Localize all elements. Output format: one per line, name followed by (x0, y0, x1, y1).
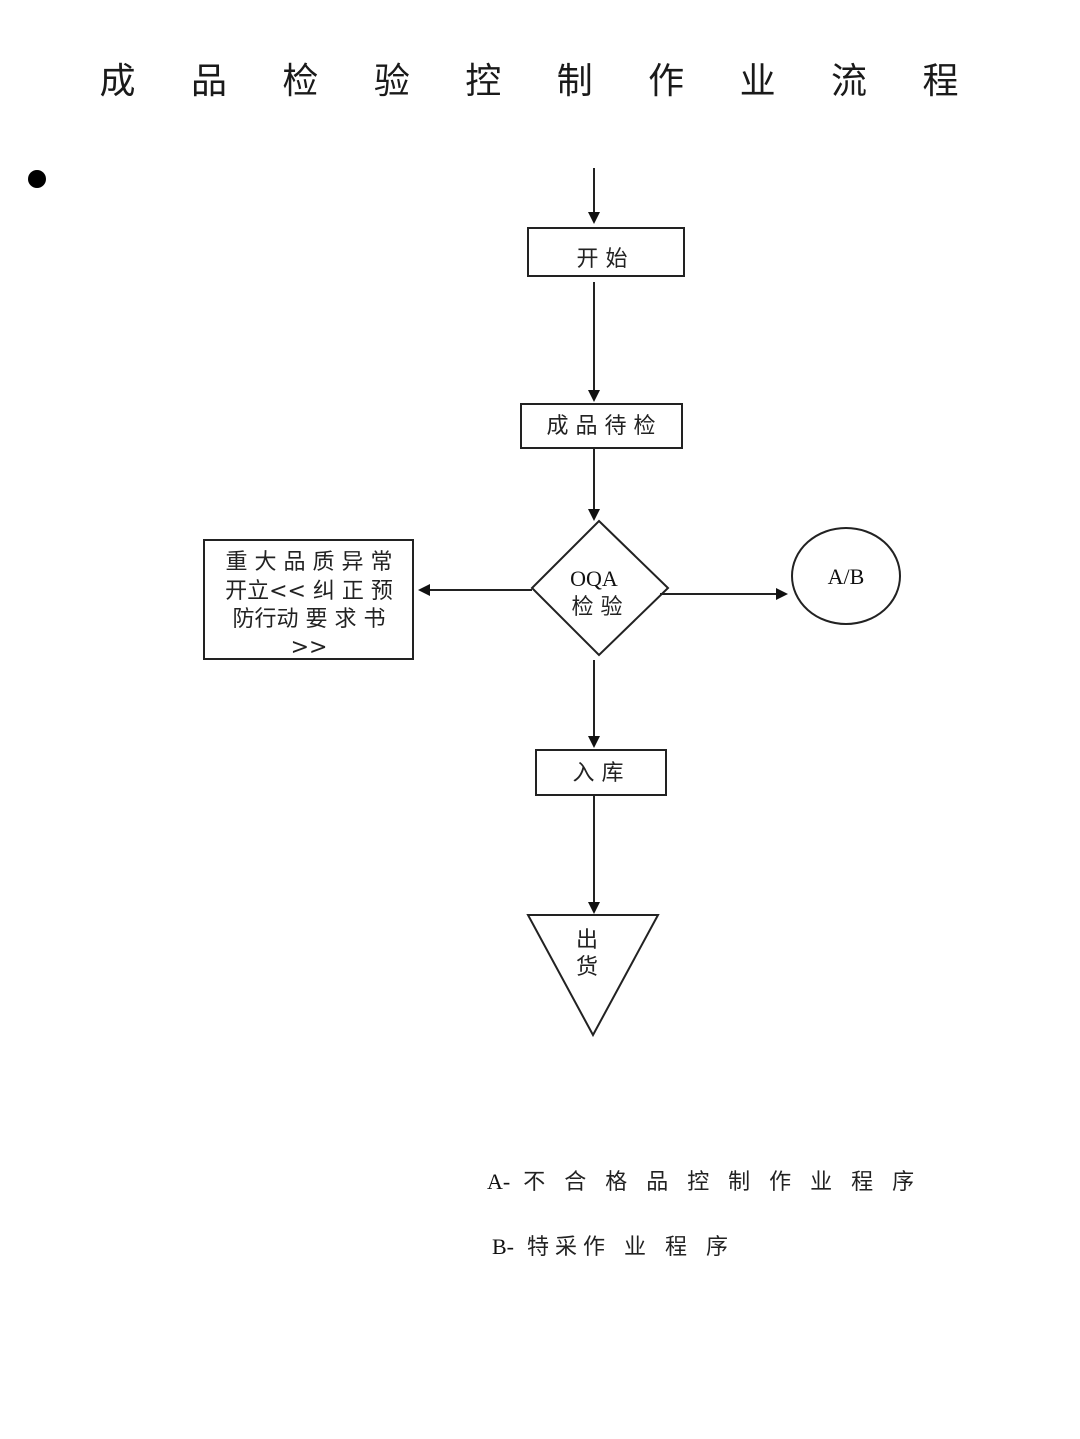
pending-inspection-label: 成 品 待 检 (547, 414, 656, 439)
abnormal-line-1: 重 大 品 质 异 常 (226, 550, 393, 575)
storage-box (535, 749, 667, 796)
legend-key-b: B- (492, 1234, 514, 1259)
decision-label-oqa: OQA (570, 566, 618, 591)
ab-connector-circle (791, 527, 901, 625)
major-abnormal-box (203, 539, 414, 660)
abnormal-line-2: 开立<< 纠 正 预 (225, 579, 393, 604)
start-box (527, 227, 685, 277)
oqa-decision-diamond (530, 519, 670, 657)
bullet-dot (28, 170, 46, 188)
shipping-triangle (526, 914, 660, 1038)
decision-label-inspect: 检 验 (572, 595, 623, 620)
storage-label: 入 库 (573, 761, 624, 786)
pending-inspection-box (520, 403, 683, 449)
abnormal-line-4: >> (291, 635, 328, 660)
shipping-label-1: 出 (576, 928, 598, 953)
shipping-label-2: 货 (576, 955, 598, 980)
legend-text-b: 特采作 业 程 序 (527, 1235, 734, 1260)
abnormal-line-3: 防行动 要 求 书 (233, 607, 386, 632)
legend-key-a: A- (487, 1169, 511, 1194)
legend-text-a: 不 合 格 品 控 制 作 业 程 序 (523, 1170, 921, 1195)
page-title: 成 品 检 验 控 制 作 业 流 程 (99, 61, 981, 102)
start-label: 开 始 (577, 247, 628, 272)
legend-item-a: A- 不 合 格 品 控 制 作 业 程 序 (487, 1164, 920, 1196)
legend-item-b: B- 特采作 业 程 序 (492, 1229, 734, 1261)
connector-label: A/B (828, 564, 865, 589)
